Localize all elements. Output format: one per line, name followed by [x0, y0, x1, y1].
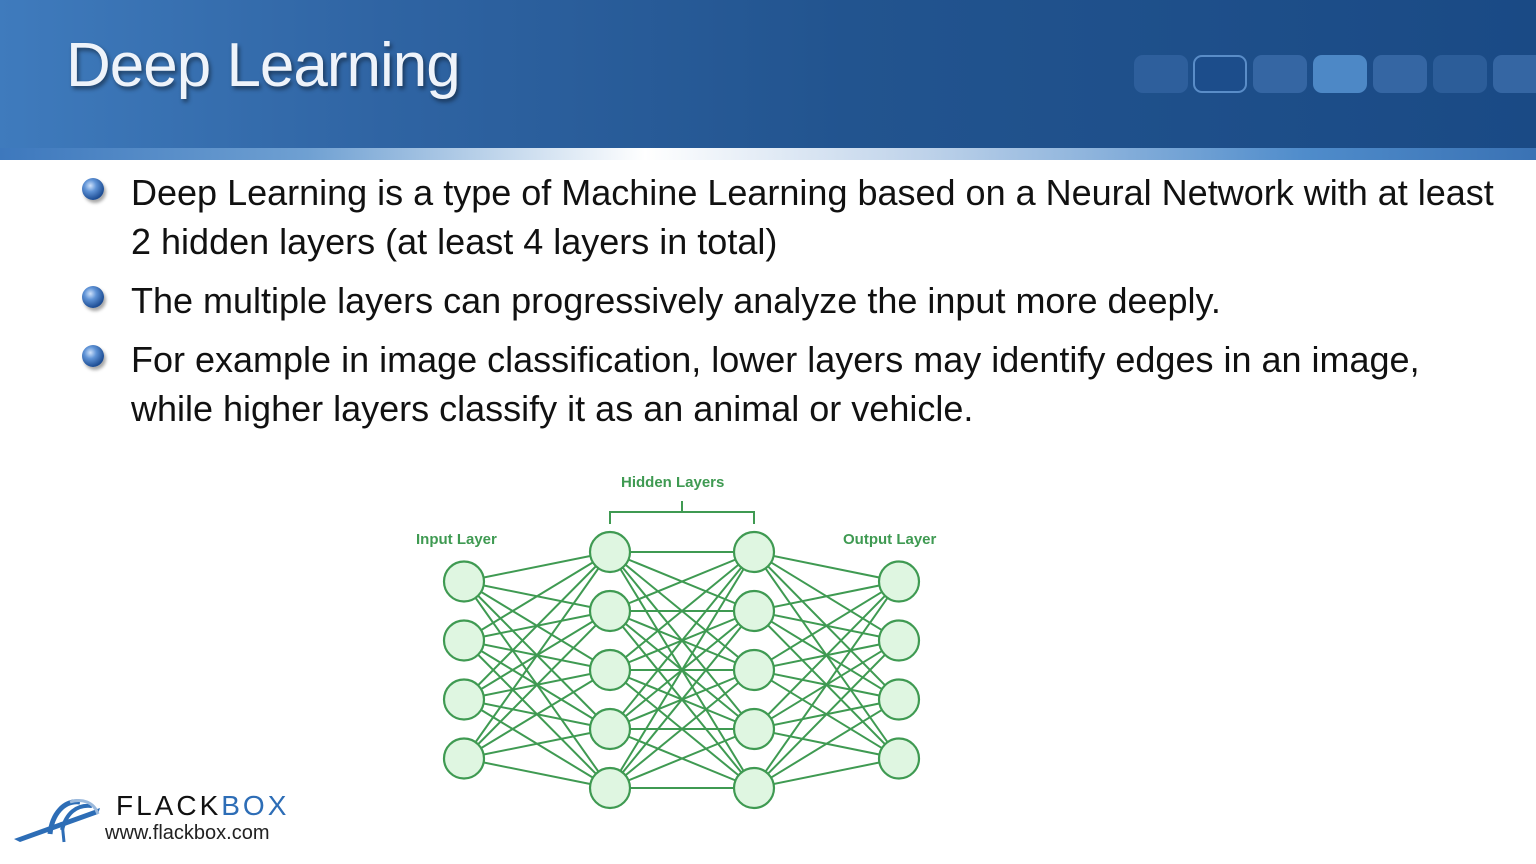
connection-line [463, 757, 611, 789]
output-layer-label: Output Layer [843, 531, 937, 548]
connection-line [609, 551, 755, 612]
connections [463, 551, 900, 789]
hidden-1-neuron [588, 766, 632, 810]
connection-line [753, 757, 900, 789]
decoration-tile [1493, 55, 1536, 93]
input-layer-label: Input Layer [416, 531, 497, 548]
hidden-2-neuron [732, 648, 776, 692]
hidden-1-neuron [588, 648, 632, 692]
connection-line [463, 551, 611, 583]
hidden-1-neuron [588, 530, 632, 574]
connection-line [609, 610, 755, 789]
decoration-tile [1313, 55, 1367, 93]
hidden-2-neuron [732, 707, 776, 751]
connection-line [753, 580, 900, 789]
connection-line [753, 580, 900, 730]
connection-line [753, 580, 900, 612]
network-graph [442, 501, 921, 810]
bullet-item: The multiple layers can progressively an… [82, 276, 1502, 325]
bullet-text: The multiple layers can progressively an… [131, 280, 1221, 321]
bullet-item: For example in image classification, low… [82, 335, 1502, 433]
bullet-item: Deep Learning is a type of Machine Learn… [82, 168, 1502, 266]
header-decoration [1134, 55, 1536, 93]
hidden-2-neuron [732, 530, 776, 574]
hidden-2-neuron [732, 589, 776, 633]
connection-line [609, 551, 755, 730]
hidden-2-neuron [732, 766, 776, 810]
connection-line [609, 728, 755, 789]
connection-line [753, 698, 900, 789]
connection-line [609, 669, 755, 789]
neurons [442, 530, 921, 810]
input-neuron [442, 619, 486, 662]
hidden-1-neuron [588, 589, 632, 633]
connection-line [609, 551, 755, 789]
sphere-bullet-icon [82, 286, 104, 308]
slide-title: Deep Learning [66, 31, 461, 100]
bullet-text: For example in image classification, low… [131, 339, 1420, 429]
logo-word-prefix: FLACK [116, 790, 222, 821]
slide-header: Deep Learning [0, 0, 1536, 148]
connection-line [463, 669, 611, 760]
decoration-tile [1253, 55, 1307, 93]
decoration-tile [1193, 55, 1247, 93]
connection-line [463, 551, 611, 642]
bullet-list: Deep Learning is a type of Machine Learn… [82, 168, 1502, 443]
decoration-tile [1433, 55, 1487, 93]
sphere-bullet-icon [82, 178, 104, 200]
hidden-layers-bracket [609, 501, 755, 524]
output-neuron [877, 619, 921, 662]
logo-word-suffix: BOX [221, 790, 290, 821]
bullet-text: Deep Learning is a type of Machine Learn… [131, 172, 1494, 262]
connection-line [753, 580, 900, 671]
neural-network-diagram: Hidden Layers Input Layer Output Layer [400, 465, 980, 825]
decoration-tile [1373, 55, 1427, 93]
connection-line [753, 639, 900, 789]
output-neuron [877, 560, 921, 603]
input-neuron [442, 678, 486, 721]
logo-wordmark: FLACKBOX [116, 790, 289, 822]
input-neuron [442, 737, 486, 780]
header-stripe [0, 148, 1536, 160]
connection-line [609, 551, 755, 671]
flackbox-logo: FLACKBOX www.flackbox.com [12, 790, 312, 850]
connection-line [463, 551, 611, 760]
sphere-bullet-icon [82, 345, 104, 367]
output-neuron [877, 678, 921, 721]
connection-line [463, 728, 611, 760]
connection-line [463, 551, 611, 701]
connection-line [463, 610, 611, 760]
decoration-tile [1134, 55, 1188, 93]
bridge-logo-icon [14, 799, 100, 843]
hidden-layers-label: Hidden Layers [621, 474, 725, 491]
hidden-1-neuron [588, 707, 632, 751]
output-neuron [877, 737, 921, 780]
logo-url: www.flackbox.com [105, 822, 270, 844]
connection-line [753, 551, 900, 583]
input-neuron [442, 560, 486, 603]
